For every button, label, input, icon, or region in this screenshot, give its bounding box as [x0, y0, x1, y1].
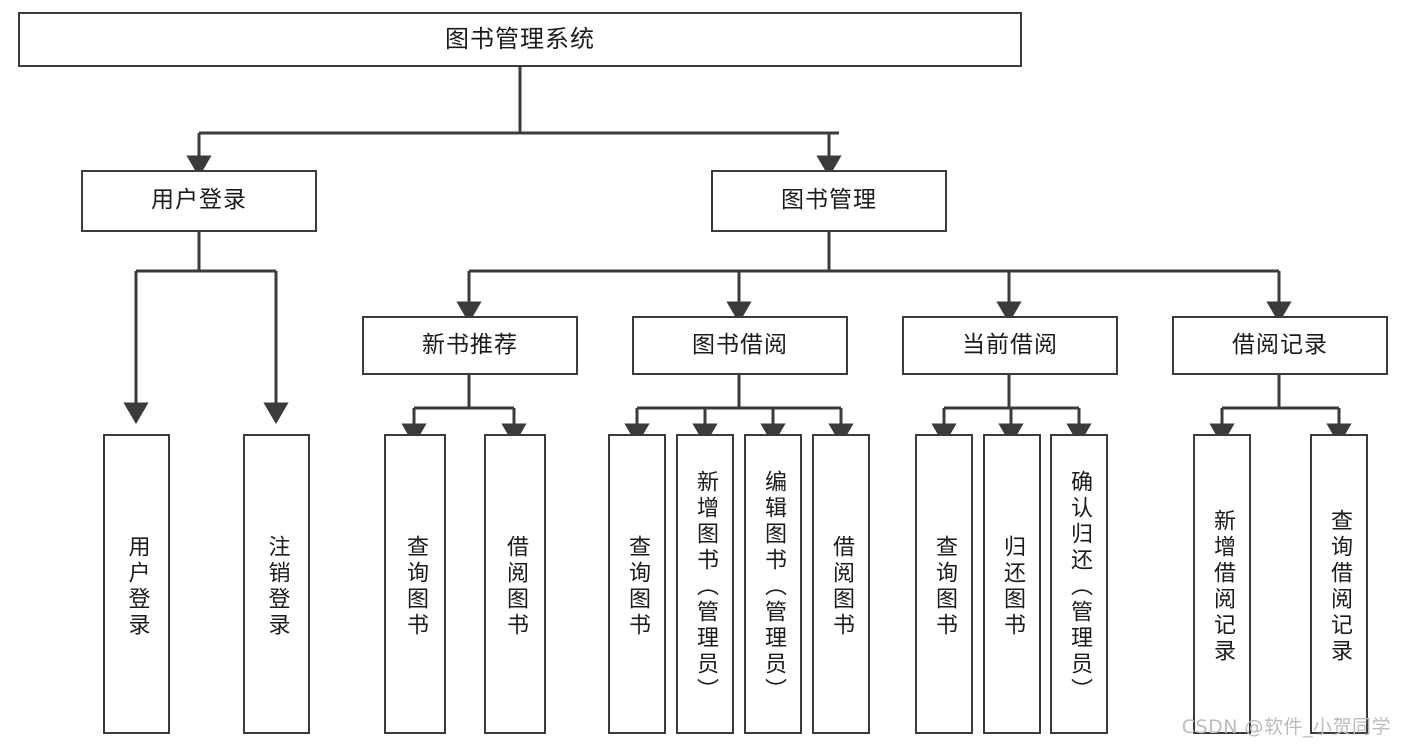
node-book-borrow-label: 图书借阅	[692, 331, 788, 358]
node-leaf-confirm-return-label: 确认归还（管理员）	[1067, 470, 1092, 704]
node-leaf-query-book-2[interactable]: 查询图书	[608, 434, 666, 734]
node-leaf-add-book[interactable]: 新增图书（管理员）	[676, 434, 734, 734]
node-leaf-confirm-return[interactable]: 确认归还（管理员）	[1050, 434, 1108, 734]
node-leaf-return-book-label: 归还图书	[1000, 535, 1025, 639]
node-leaf-return-book[interactable]: 归还图书	[983, 434, 1041, 734]
node-leaf-user-login-label: 用户登录	[124, 535, 150, 639]
node-leaf-query-record-label: 查询借阅记录	[1327, 509, 1352, 665]
node-leaf-query-book-3-label: 查询图书	[932, 535, 957, 639]
node-current-borrow[interactable]: 当前借阅	[902, 316, 1118, 375]
node-leaf-add-record-label: 新增借阅记录	[1210, 509, 1235, 665]
node-current-borrow-label: 当前借阅	[962, 331, 1058, 358]
node-new-book-rec-label: 新书推荐	[422, 331, 518, 358]
node-book-manage[interactable]: 图书管理	[711, 170, 947, 232]
node-leaf-query-book-2-label: 查询图书	[625, 535, 650, 639]
node-leaf-logout[interactable]: 注销登录	[243, 434, 310, 734]
node-leaf-edit-book-label: 编辑图书（管理员）	[761, 470, 786, 704]
node-leaf-query-book-1[interactable]: 查询图书	[384, 434, 446, 734]
node-leaf-borrow-book-1-label: 借阅图书	[503, 535, 528, 639]
watermark: CSDN @软件_小贺同学	[1181, 716, 1391, 738]
node-leaf-edit-book[interactable]: 编辑图书（管理员）	[744, 434, 802, 734]
node-book-borrow[interactable]: 图书借阅	[632, 316, 848, 375]
node-leaf-query-book-1-label: 查询图书	[403, 535, 428, 639]
node-new-book-rec[interactable]: 新书推荐	[362, 316, 578, 375]
node-root-label: 图书管理系统	[445, 25, 595, 54]
node-book-manage-label: 图书管理	[781, 187, 877, 214]
node-leaf-user-login[interactable]: 用户登录	[103, 434, 170, 734]
node-leaf-borrow-book-1[interactable]: 借阅图书	[484, 434, 546, 734]
node-leaf-borrow-book-2-label: 借阅图书	[829, 535, 854, 639]
node-leaf-add-record[interactable]: 新增借阅记录	[1193, 434, 1251, 734]
node-user-login[interactable]: 用户登录	[81, 170, 317, 232]
node-user-login-label: 用户登录	[151, 187, 247, 214]
node-leaf-borrow-book-2[interactable]: 借阅图书	[812, 434, 870, 734]
node-leaf-query-record[interactable]: 查询借阅记录	[1310, 434, 1368, 734]
node-borrow-record[interactable]: 借阅记录	[1172, 316, 1388, 375]
node-leaf-add-book-label: 新增图书（管理员）	[693, 470, 718, 704]
node-root[interactable]: 图书管理系统	[18, 12, 1022, 67]
node-borrow-record-label: 借阅记录	[1232, 331, 1328, 358]
node-leaf-logout-label: 注销登录	[264, 535, 290, 639]
node-leaf-query-book-3[interactable]: 查询图书	[915, 434, 973, 734]
